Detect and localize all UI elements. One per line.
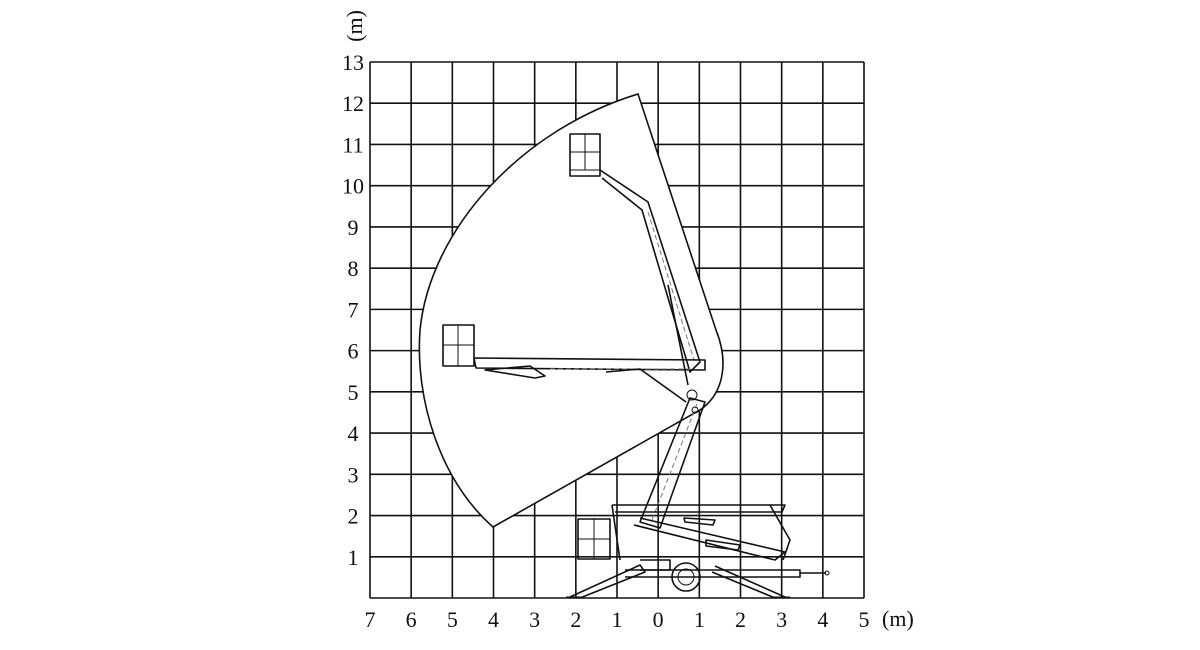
y-tick-label: 13 bbox=[342, 50, 364, 75]
y-tick-label: 8 bbox=[348, 256, 359, 281]
lift-top-position bbox=[569, 133, 701, 386]
y-tick-label: 10 bbox=[342, 174, 364, 199]
y-tick-label: 6 bbox=[348, 339, 359, 364]
lift-max-outreach-position bbox=[442, 324, 706, 403]
y-tick-label: 2 bbox=[348, 504, 359, 529]
wheel-icon bbox=[671, 562, 701, 592]
x-tick-label: 7 bbox=[365, 607, 376, 632]
x-tick-label: 2 bbox=[735, 607, 746, 632]
x-tick-label: 4 bbox=[488, 607, 499, 632]
y-tick-label: 5 bbox=[348, 380, 359, 405]
x-tick-label: 2 bbox=[570, 607, 581, 632]
chassis bbox=[566, 559, 830, 599]
y-tick-label: 3 bbox=[348, 462, 359, 487]
x-tick-label: 1 bbox=[694, 607, 705, 632]
y-tick-label: 11 bbox=[342, 132, 363, 157]
x-tick-label: 5 bbox=[859, 607, 870, 632]
x-tick-label: 4 bbox=[817, 607, 828, 632]
y-tick-label: 9 bbox=[348, 215, 359, 240]
x-tick-label: 3 bbox=[529, 607, 540, 632]
y-axis-labels: 13 12 11 10 9 8 7 6 5 4 3 2 1 bbox=[342, 50, 364, 570]
y-tick-label: 1 bbox=[348, 545, 359, 570]
x-tick-label: 5 bbox=[447, 607, 458, 632]
y-tick-label: 7 bbox=[348, 297, 359, 322]
y-tick-label: 12 bbox=[342, 91, 364, 116]
x-tick-label: 0 bbox=[653, 607, 664, 632]
working-envelope bbox=[418, 93, 724, 528]
x-tick-label: 1 bbox=[612, 607, 623, 632]
x-axis-labels: 7 6 5 4 3 2 1 0 1 2 3 4 5 bbox=[365, 607, 870, 632]
x-axis-unit-label: (m) bbox=[882, 606, 914, 631]
y-tick-label: 4 bbox=[348, 421, 359, 446]
x-tick-label: 6 bbox=[406, 607, 417, 632]
lift-stowed-position bbox=[577, 504, 791, 561]
y-axis-unit-label: (m) bbox=[342, 10, 367, 42]
lower-boom bbox=[639, 389, 706, 529]
x-tick-label: 3 bbox=[776, 607, 787, 632]
